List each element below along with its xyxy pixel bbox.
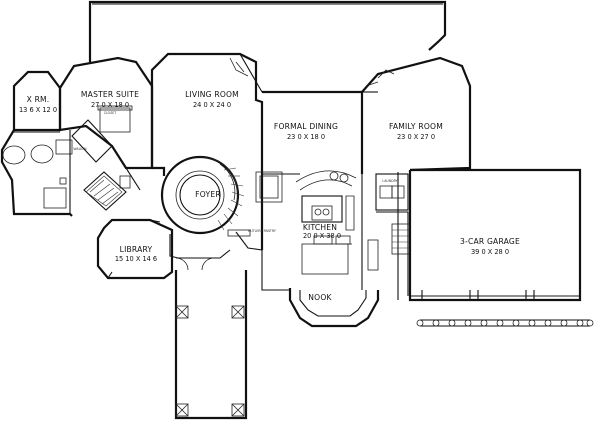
family-room-name: FAMILY ROOM bbox=[389, 122, 443, 131]
master-suite-name: MASTER SUITE bbox=[81, 90, 139, 99]
master-suite bbox=[58, 56, 154, 211]
front-walkway bbox=[174, 270, 248, 420]
living-room-name: LIVING ROOM bbox=[185, 90, 239, 99]
library-name: LIBRARY bbox=[120, 245, 153, 254]
room-labels: X RM. 13 6 X 12 0 MASTER SUITE 27 0 X 18… bbox=[19, 90, 520, 302]
master-suite-dim: 27 0 X 18 0 bbox=[91, 101, 129, 109]
library bbox=[96, 218, 174, 280]
laundry-note: LAUNDRY bbox=[382, 179, 397, 183]
butlers-pantry-note: BUTLERS PANTRY bbox=[248, 229, 276, 233]
x-room-wing bbox=[0, 70, 73, 217]
closet-note: CLOSET bbox=[104, 111, 116, 115]
garage bbox=[408, 168, 582, 302]
library-dim: 15 10 X 14 6 bbox=[115, 255, 157, 263]
rear-deck bbox=[88, 0, 447, 62]
foyer-name: FOYER bbox=[195, 190, 221, 199]
living-room-block bbox=[150, 52, 264, 250]
family-room-dim: 23 0 X 27 0 bbox=[397, 133, 435, 141]
garage-dim: 39 0 X 28 0 bbox=[471, 248, 509, 256]
garage-name: 3-CAR GARAGE bbox=[460, 237, 520, 246]
formal-dining-name: FORMAL DINING bbox=[274, 122, 338, 131]
kitchen-dim: 20 0 X 38 0 bbox=[303, 232, 341, 240]
driveway-posts bbox=[416, 319, 594, 327]
foyer-rotunda bbox=[160, 155, 263, 271]
nook-name: NOOK bbox=[308, 293, 332, 302]
walk-in-note: WALK-IN bbox=[73, 147, 87, 151]
x-rm-name: X RM. bbox=[27, 95, 50, 104]
formal-dining-dim: 23 0 X 18 0 bbox=[287, 133, 325, 141]
x-rm-dim: 13 6 X 12 0 bbox=[19, 106, 57, 114]
living-room-dim: 24 0 X 24 0 bbox=[193, 101, 231, 109]
mudroom bbox=[375, 173, 411, 296]
kitchen-name: KITCHEN bbox=[303, 223, 337, 232]
kitchen bbox=[288, 170, 380, 328]
